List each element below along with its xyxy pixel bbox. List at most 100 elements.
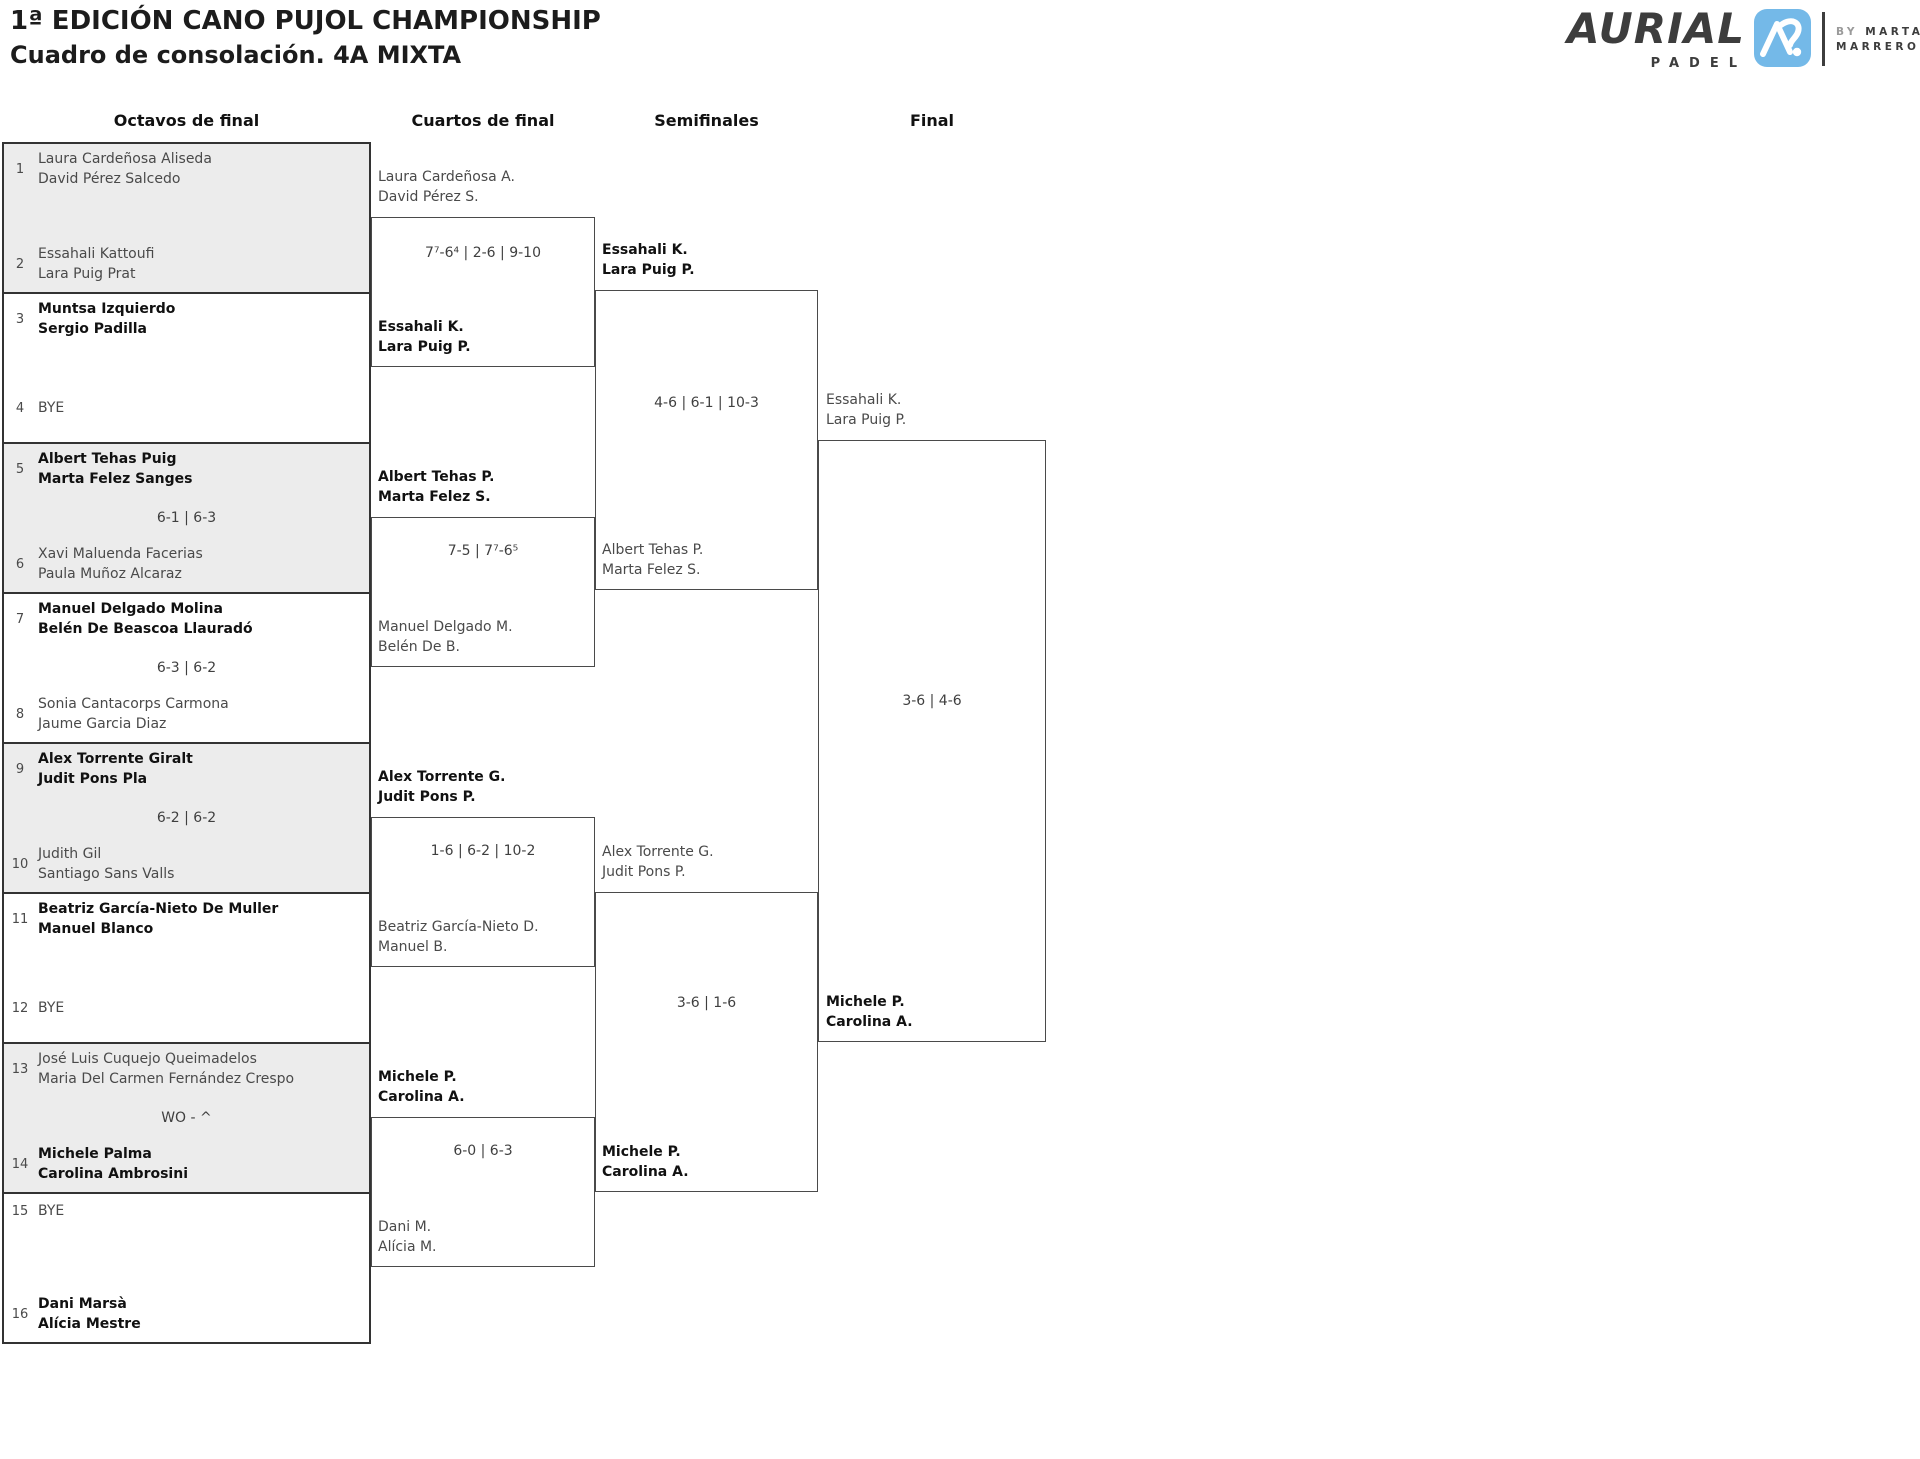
seed-number: 8 bbox=[15, 707, 25, 722]
semifinal-2-box bbox=[595, 892, 818, 1192]
final-top-team: Essahali K.Lara Puig P. bbox=[826, 392, 907, 428]
team-slot: 4 BYE bbox=[10, 399, 64, 419]
seed-number: 16 bbox=[11, 1307, 29, 1322]
qf3-bottom-team: Beatriz García-Nieto D.Manuel B. bbox=[378, 919, 539, 955]
round-header-cuartos: Cuartos de final bbox=[411, 111, 555, 130]
page-title: 1ª EDICIÓN CANO PUJOL CHAMPIONSHIP bbox=[10, 6, 601, 36]
qf4-score: 6-0 | 6-3 bbox=[453, 1143, 513, 1159]
seed-number: 7 bbox=[15, 612, 25, 627]
logo-byline: BY MARTA MARRERO bbox=[1836, 25, 1920, 55]
final-bottom-team: Michele P.Carolina A. bbox=[826, 994, 913, 1030]
seed-number: 12 bbox=[11, 1000, 29, 1016]
team-slot: 12 BYE bbox=[10, 999, 65, 1019]
quarterfinal-1-box bbox=[371, 217, 595, 367]
seed-number: 5 bbox=[15, 462, 25, 477]
seed-number: 2 bbox=[15, 257, 25, 272]
seed-number: 4 bbox=[15, 400, 25, 416]
byline-prefix: BY bbox=[1836, 26, 1859, 38]
sf2-score: 3-6 | 1-6 bbox=[676, 995, 737, 1011]
bye-label: BYE bbox=[38, 999, 65, 1016]
seed-number: 15 bbox=[11, 1204, 29, 1220]
aurial-logo-subtext: PADEL bbox=[1650, 56, 1747, 71]
seed-number: 3 bbox=[15, 312, 25, 327]
final-score: 3-6 | 4-6 bbox=[902, 693, 962, 709]
seed-number: 1 bbox=[15, 162, 25, 177]
team-slot: 15 BYE bbox=[10, 1202, 65, 1222]
seed-number: 11 bbox=[11, 912, 29, 927]
seed-number: 14 bbox=[11, 1157, 29, 1172]
match-score: 6-1 | 6-3 bbox=[156, 510, 217, 526]
quarterfinal-2-box bbox=[371, 517, 595, 667]
match-score: 6-3 | 6-2 bbox=[156, 660, 217, 676]
sf1-score: 4-6 | 6-1 | 10-3 bbox=[654, 395, 759, 411]
page-subtitle: Cuadro de consolación. 4A MIXTA bbox=[10, 41, 462, 69]
byline-name1: MARTA bbox=[1865, 26, 1920, 38]
sf1-top-team: Essahali K.Lara Puig P. bbox=[602, 242, 695, 278]
qf1-score: 7⁷-6⁴ | 2-6 | 9-10 bbox=[425, 245, 541, 261]
qf1-bottom-team: Essahali K.Lara Puig P. bbox=[378, 319, 471, 355]
qf4-top-team: Michele P.Carolina A. bbox=[378, 1069, 465, 1105]
seed-number: 13 bbox=[11, 1062, 29, 1077]
seed-number: 10 bbox=[11, 857, 29, 872]
seed-number: 9 bbox=[15, 762, 25, 777]
quarterfinal-4-box bbox=[371, 1117, 595, 1267]
match-score: WO - ^ bbox=[161, 1110, 212, 1126]
semifinal-1-box bbox=[595, 290, 818, 590]
round-header-final: Final bbox=[909, 111, 955, 130]
qf3-top-team: Alex Torrente G.Judit Pons P. bbox=[378, 769, 506, 805]
qf2-score: 7-5 | 7⁷-6⁵ bbox=[447, 543, 519, 559]
bye-label: BYE bbox=[38, 399, 65, 416]
final-box bbox=[818, 440, 1046, 1042]
round-header-semifinales: Semifinales bbox=[654, 111, 759, 130]
match-score: 6-2 | 6-2 bbox=[156, 810, 217, 826]
sf2-bottom-team: Michele P.Carolina A. bbox=[602, 1144, 689, 1180]
qf4-bottom-team: Dani M.Alícia M. bbox=[378, 1219, 437, 1255]
qf3-score: 1-6 | 6-2 | 10-2 bbox=[430, 843, 536, 859]
qf1-top-team: Laura Cardeñosa A.David Pérez S. bbox=[378, 169, 515, 205]
quarterfinal-3-box bbox=[371, 817, 595, 967]
qf2-top-team: Albert Tehas P.Marta Felez S. bbox=[378, 469, 495, 505]
qf2-bottom-team: Manuel Delgado M.Belén De B. bbox=[378, 619, 513, 655]
sf1-bottom-team: Albert Tehas P.Marta Felez S. bbox=[602, 542, 704, 578]
seed-number: 6 bbox=[15, 557, 25, 572]
bye-label: BYE bbox=[38, 1203, 65, 1219]
sf2-top-team: Alex Torrente G.Judit Pons P. bbox=[602, 844, 714, 880]
aurial-logo-icon bbox=[1754, 9, 1811, 71]
byline-name2: MARRERO bbox=[1836, 41, 1920, 53]
round-header-octavos: Octavos de final bbox=[113, 111, 260, 130]
aurial-logo-text: AURIAL bbox=[1567, 4, 1745, 53]
